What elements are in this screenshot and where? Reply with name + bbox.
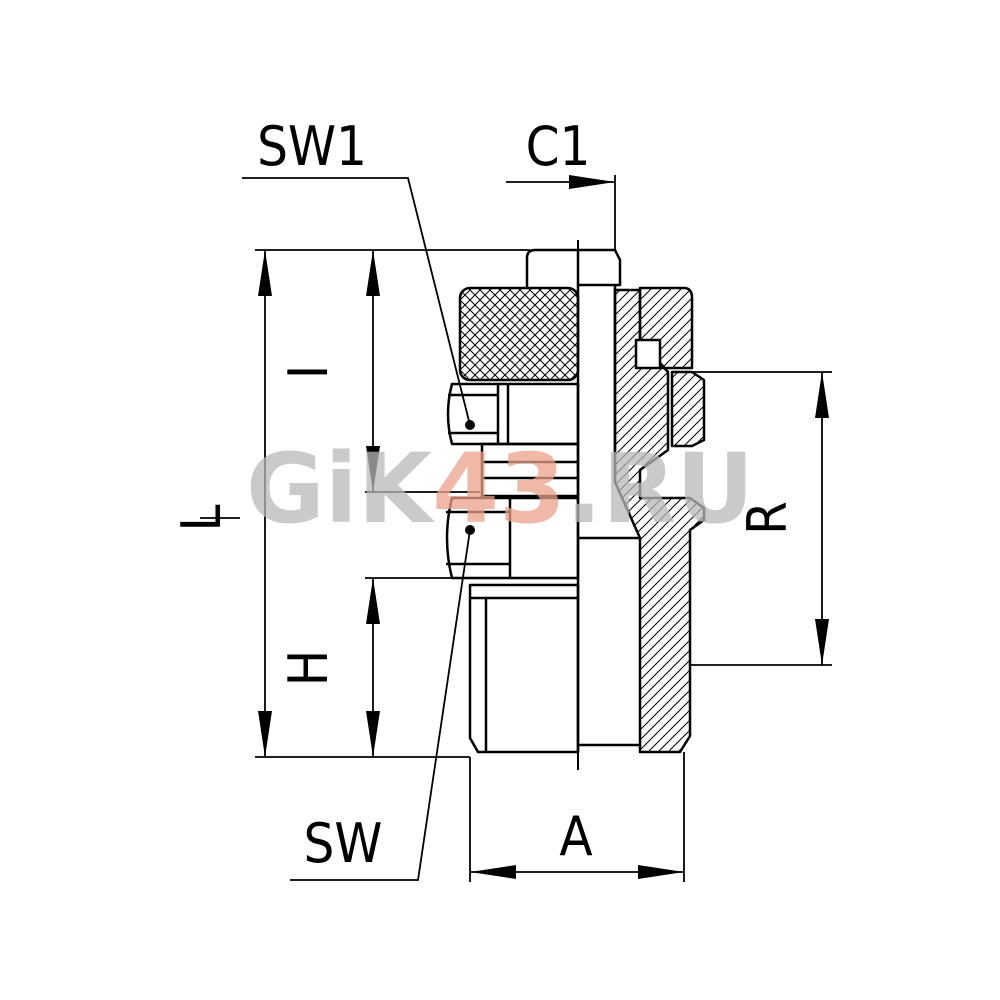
- leaders: [242, 177, 471, 881]
- h-label: H: [277, 650, 340, 687]
- collet-tube: [525, 248, 578, 288]
- sw-leader-dot: [465, 525, 475, 535]
- sw-label: SW: [304, 812, 383, 875]
- a-label: A: [559, 805, 592, 868]
- watermark-part-2: 43: [432, 433, 566, 545]
- r-label: R: [736, 501, 799, 535]
- sw1-leader-dot: [465, 420, 475, 430]
- fitting-body: [445, 248, 580, 754]
- i-label: I: [277, 365, 340, 379]
- nut-section: [670, 370, 706, 448]
- watermark-part-1: GiK: [246, 433, 436, 545]
- arrowheads: [258, 175, 829, 879]
- dimension-lines: [200, 175, 832, 882]
- lower-hex-nut: [445, 496, 580, 580]
- c1-label: C1: [526, 115, 591, 178]
- sw1-label: SW1: [257, 115, 367, 178]
- knurl-pattern: [460, 288, 578, 380]
- watermark-part-3: .RU: [566, 433, 754, 545]
- watermark: GiK43.RU: [246, 433, 754, 545]
- l-label: L: [170, 504, 233, 531]
- section-view: [576, 248, 706, 754]
- thread-stub: [468, 583, 580, 754]
